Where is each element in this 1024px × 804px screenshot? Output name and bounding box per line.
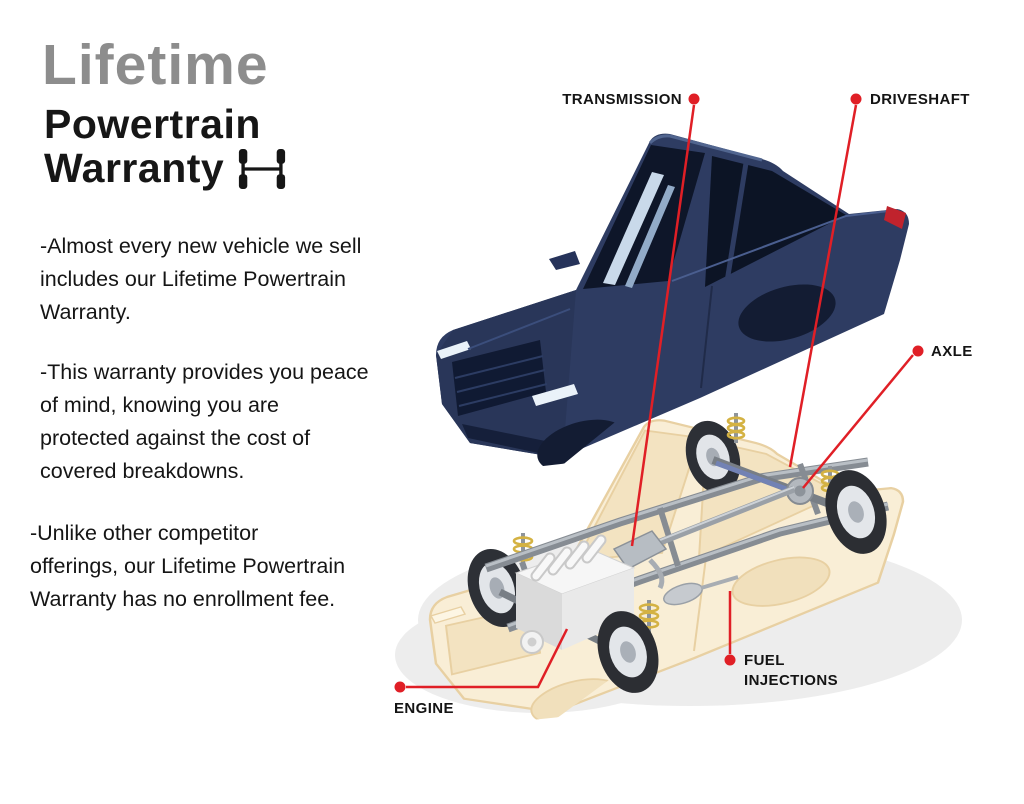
transmission-label: TRANSMISSION [562, 91, 682, 108]
paragraph-line: -Unlike other competitor [30, 521, 259, 545]
chassis [467, 413, 890, 693]
title-lifetime: Lifetime [42, 33, 269, 97]
ghost-door-seam [693, 557, 707, 652]
hood-crease [467, 308, 571, 350]
driveshaft-highlight [649, 486, 795, 545]
grille [452, 340, 546, 416]
paragraph-line: protected against the cost of [40, 426, 311, 450]
engine-callout-dot [394, 681, 406, 693]
front-right-wheel [597, 611, 659, 693]
axle-label: AXLE [931, 343, 973, 360]
windshield-reflection [603, 172, 664, 285]
taillight [884, 206, 906, 229]
paragraph-line: of mind, knowing you are [40, 393, 280, 417]
transmission-callout-line [630, 104, 696, 547]
door-seam [700, 285, 713, 389]
fuel-injections-label-line1: FUEL [744, 652, 785, 669]
driveshaft-shaft [648, 485, 796, 550]
engine-block [514, 534, 636, 654]
b-pillar [723, 162, 749, 289]
paragraph-line: offerings, our Lifetime Powertrain [30, 554, 346, 578]
title-warranty-row: Warranty [44, 145, 288, 192]
paragraph-line: Warranty. [40, 300, 131, 324]
driveshaft-callout-line [788, 104, 858, 468]
lower-intake [462, 424, 560, 457]
transmission-housing [612, 530, 668, 570]
rear-left-spring [726, 413, 746, 443]
paragraph-line: -This warranty provides you peace [40, 360, 369, 384]
rear-wheel-arch [738, 284, 836, 342]
paragraph-line: covered breakdowns. [40, 459, 245, 483]
paragraph-peace-of-mind: -This warranty provides you peace of min… [40, 356, 369, 488]
front-left-wheel [467, 548, 527, 628]
axle-callout-dot [912, 345, 924, 357]
powertrain-chassis-icon [239, 148, 286, 189]
ghost-headlight [429, 606, 467, 624]
headlight-right [532, 384, 578, 406]
transmission-callout-dot [688, 93, 700, 105]
exhaust-system [648, 558, 739, 606]
axle-callout-line [802, 354, 914, 489]
rear-right-wheel [825, 470, 887, 554]
title-warranty: Warranty [44, 145, 225, 191]
callout-lines [406, 104, 914, 689]
paragraph-line: Warranty has no enrollment fee. [30, 587, 336, 611]
roof-highlight [648, 134, 763, 162]
callout-dots [394, 93, 924, 693]
side-mirror [549, 251, 580, 270]
grille-bar [456, 369, 546, 393]
fuel-injections-callout-dot [724, 654, 736, 666]
driveshaft-label: DRIVESHAFT [870, 91, 970, 108]
paragraph-line: includes our Lifetime Powertrain [40, 267, 346, 291]
paragraph-no-enrollment-fee: -Unlike other competitor offerings, our … [30, 517, 345, 616]
headlight-left [437, 341, 471, 359]
ghost-rear-wheel-arch [731, 556, 831, 607]
car-body [436, 133, 909, 473]
grille-bar [458, 383, 548, 407]
engine-callout-line [406, 628, 569, 689]
beltline-highlight [671, 209, 898, 282]
grille-bar [454, 355, 544, 379]
fuel-injections-label-line2: INJECTIONS [744, 672, 839, 689]
title-powertrain: Powertrain [44, 101, 261, 147]
windshield-reflection [625, 185, 675, 288]
paragraph-warranty-included: -Almost every new vehicle we sell includ… [40, 230, 361, 329]
fuel-injections-label: FUEL INJECTIONS [744, 651, 838, 691]
driveshaft-callout-dot [850, 93, 862, 105]
rear-left-wheel [685, 420, 741, 494]
paragraph-line: -Almost every new vehicle we sell [40, 234, 362, 258]
engine-label: ENGINE [394, 700, 454, 717]
